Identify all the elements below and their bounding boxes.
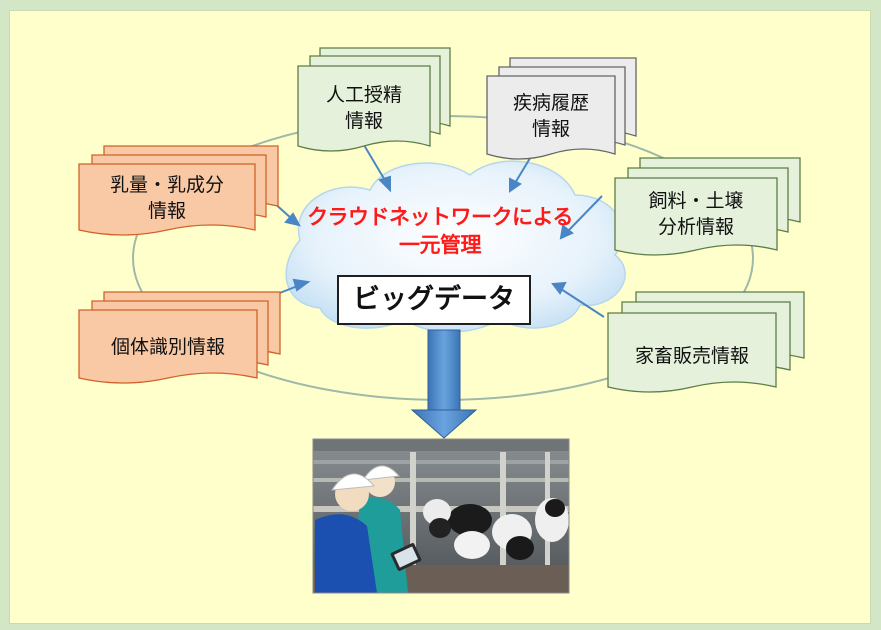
disease-line1: 疾病履歴	[512, 92, 589, 114]
milk-line2: 情報	[147, 200, 186, 222]
disease-line2: 情報	[531, 118, 570, 140]
doc-stack-individual	[78, 291, 281, 384]
inbound-arrows	[261, 144, 605, 318]
doc-stack-sales	[607, 291, 805, 393]
doc-stack-insemination	[297, 47, 451, 152]
sales-line1: 家畜販売情報	[634, 345, 749, 367]
down-arrow	[410, 329, 478, 439]
doc-stack-disease	[486, 57, 637, 160]
milk-line1: 乳量・乳成分	[109, 174, 224, 196]
label-disease: 疾病履歴 情報	[487, 90, 615, 142]
individual-line1: 個体識別情報	[110, 336, 225, 358]
insemination-line1: 人工授精	[325, 84, 402, 106]
label-milk: 乳量・乳成分 情報	[79, 172, 255, 224]
cloud-title-line1: クラウドネットワークによる	[307, 205, 573, 229]
cloud-title-line2: 一元管理	[399, 233, 482, 257]
feed-line2: 分析情報	[657, 216, 734, 238]
feed-line1: 飼料・土壌	[648, 190, 744, 212]
insemination-line2: 情報	[344, 110, 383, 132]
bigdata-box: ビッグデータ	[337, 275, 531, 325]
doc-stack-feed	[614, 157, 801, 256]
cloud-title: クラウドネットワークによる 一元管理	[280, 203, 600, 259]
label-insemination: 人工授精 情報	[298, 82, 430, 134]
label-individual: 個体識別情報	[79, 334, 257, 360]
doc-stack-milk	[78, 145, 279, 236]
label-sales: 家畜販売情報	[608, 343, 776, 369]
barn-photo	[312, 438, 570, 594]
label-feed: 飼料・土壌 分析情報	[615, 188, 777, 240]
